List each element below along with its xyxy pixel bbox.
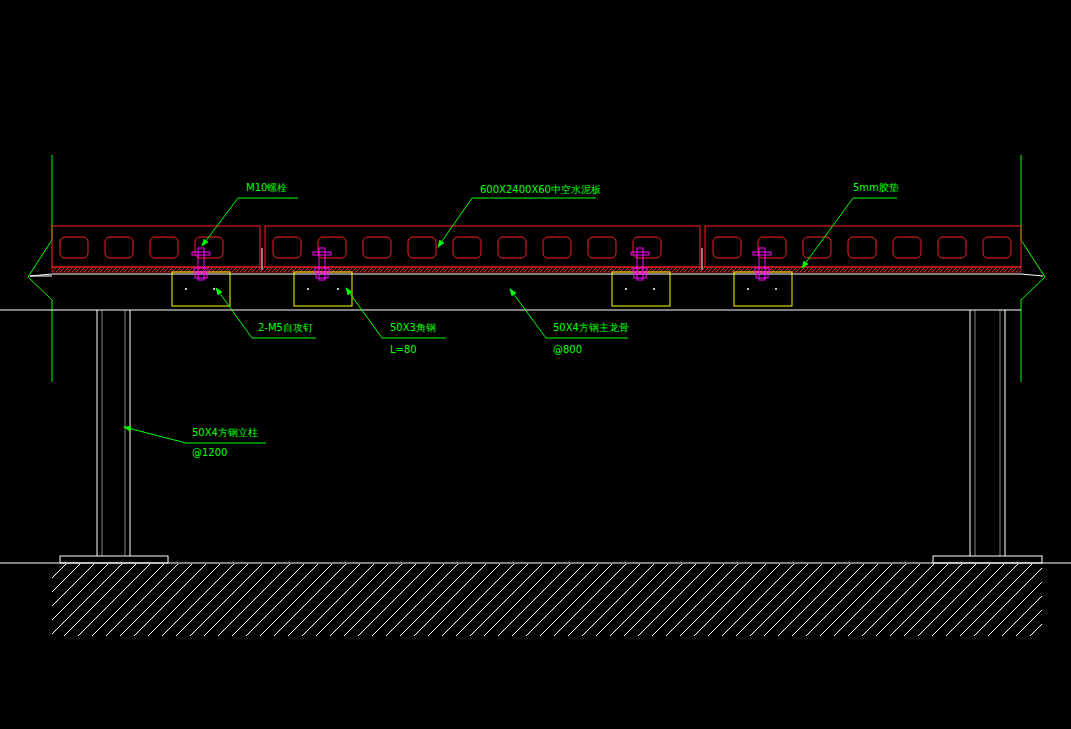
wall-lines xyxy=(28,155,1045,382)
slab-void xyxy=(938,237,966,258)
hollow-slab xyxy=(52,226,1021,267)
bolt-nut xyxy=(316,274,328,278)
callout-label: 600X2400X60中空水泥板 xyxy=(480,184,601,196)
angle-clip xyxy=(172,272,792,306)
rubber-pad xyxy=(52,267,1021,272)
callout-label: 50X4方钢主龙骨 xyxy=(553,322,629,334)
slab-void xyxy=(273,237,301,258)
slab-panel xyxy=(265,226,700,267)
slab-void xyxy=(893,237,921,258)
m10-bolt xyxy=(192,248,771,280)
callout-label: M10螺栓 xyxy=(246,182,287,194)
bolt-washer xyxy=(753,252,771,255)
slab-panel xyxy=(705,226,1021,267)
screw-dots xyxy=(185,288,777,290)
bolt-nut xyxy=(194,268,208,272)
dimension-label: L=80 xyxy=(390,344,417,356)
bolt-nut xyxy=(634,274,646,278)
ground-line xyxy=(0,563,1071,564)
panel-joints xyxy=(262,248,702,270)
slab-panel xyxy=(52,226,260,267)
bolt-nut xyxy=(633,268,647,272)
bolt-nut xyxy=(315,268,329,272)
slab-void xyxy=(60,237,88,258)
callout-label: 2-M5自攻钉 xyxy=(258,322,313,334)
callout-label: 50X4方钢立柱 xyxy=(192,427,258,439)
slab-void xyxy=(543,237,571,258)
slab-void xyxy=(983,237,1011,258)
bolt-shank xyxy=(637,248,643,280)
slab-void xyxy=(453,237,481,258)
slab-void xyxy=(588,237,616,258)
bolt-nut xyxy=(195,274,207,278)
steel-column xyxy=(60,310,1042,563)
bolt-shank xyxy=(198,248,204,280)
bolt-nut xyxy=(756,274,768,278)
slab-void xyxy=(363,237,391,258)
spacing-label: @1200 xyxy=(192,447,227,459)
slab-void xyxy=(408,237,436,258)
bolt-washer xyxy=(313,252,331,255)
bolt-nut xyxy=(755,268,769,272)
bolt-shank xyxy=(759,248,765,280)
leader-lines xyxy=(124,198,897,443)
spacing-label: @800 xyxy=(553,344,582,356)
callout-label: 50X3角钢 xyxy=(390,322,436,334)
slab-void xyxy=(150,237,178,258)
bolt-washer xyxy=(631,252,649,255)
bolt-washer xyxy=(192,252,210,255)
slab-void xyxy=(498,237,526,258)
ground-hatch xyxy=(52,564,1042,636)
bolt-shank xyxy=(319,248,325,280)
slab-void xyxy=(105,237,133,258)
callout-label: 5mm胶垫 xyxy=(853,182,899,194)
slab-void xyxy=(713,237,741,258)
slab-void xyxy=(848,237,876,258)
